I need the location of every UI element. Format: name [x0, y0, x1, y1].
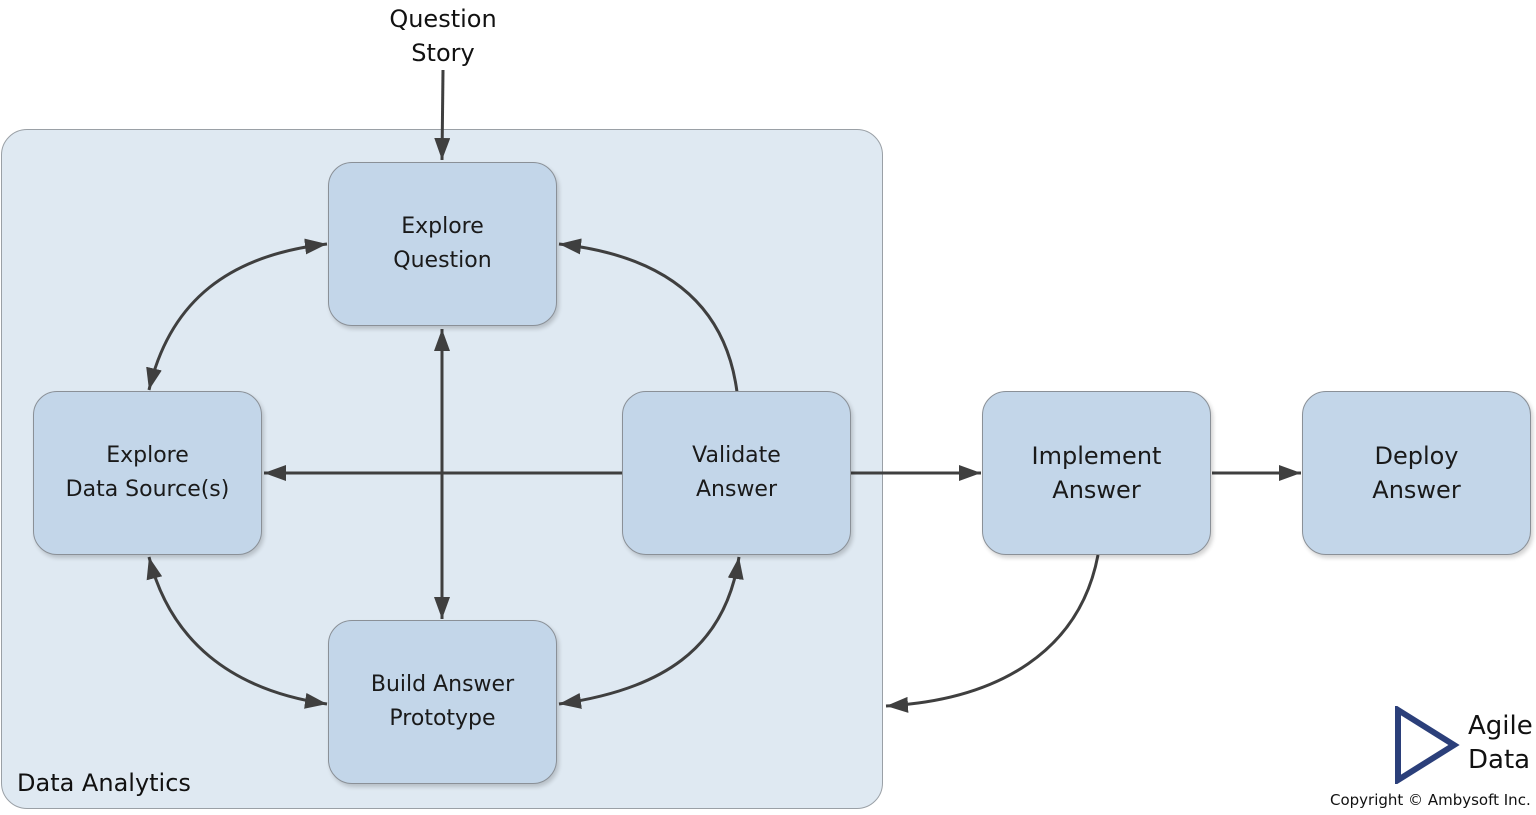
arrow-validate-to-question	[558, 238, 739, 393]
node-explore-question[interactable]: Explore Question	[328, 162, 557, 326]
node-label-line: Question	[393, 248, 492, 273]
node-label-line: Build Answer	[370, 672, 515, 697]
data-analytics-label: Data Analytics	[17, 769, 191, 797]
arrow-implement-to-analytics	[885, 554, 1100, 713]
node-label-line: Prototype	[389, 706, 496, 731]
node-explore-data-sources[interactable]: Explore Data Source(s)	[33, 391, 262, 555]
node-label-line: Validate	[692, 443, 781, 468]
node-label-line: Data Source(s)	[65, 477, 230, 502]
node-validate-answer[interactable]: Validate Answer	[622, 391, 851, 555]
node-label-line: Explore	[401, 214, 484, 239]
node-build-answer-prototype[interactable]: Build Answer Prototype	[328, 620, 557, 784]
node-label-line: Explore	[106, 443, 189, 468]
node-deploy-answer[interactable]: Deploy Answer	[1302, 391, 1531, 555]
node-label-line: Answer	[1052, 476, 1141, 504]
arrow-question-data-sources	[146, 238, 328, 391]
arrow-data-sources-build	[146, 556, 328, 709]
node-label-line: Answer	[695, 477, 778, 502]
triangle-play-icon	[1395, 706, 1460, 784]
node-label-line: Deploy	[1374, 442, 1459, 470]
node-implement-answer[interactable]: Implement Answer	[982, 391, 1211, 555]
copyright-text: Copyright © Ambysoft Inc.	[1330, 791, 1531, 809]
node-label-line: Answer	[1372, 476, 1461, 504]
agile-data-logo-text: Agile Data	[1468, 711, 1533, 775]
node-label-line: Implement	[1031, 442, 1162, 470]
arrow-story-to-explore-question	[434, 69, 451, 161]
arrow-build-validate	[558, 556, 744, 709]
question-story-label: Question Story	[389, 5, 497, 67]
